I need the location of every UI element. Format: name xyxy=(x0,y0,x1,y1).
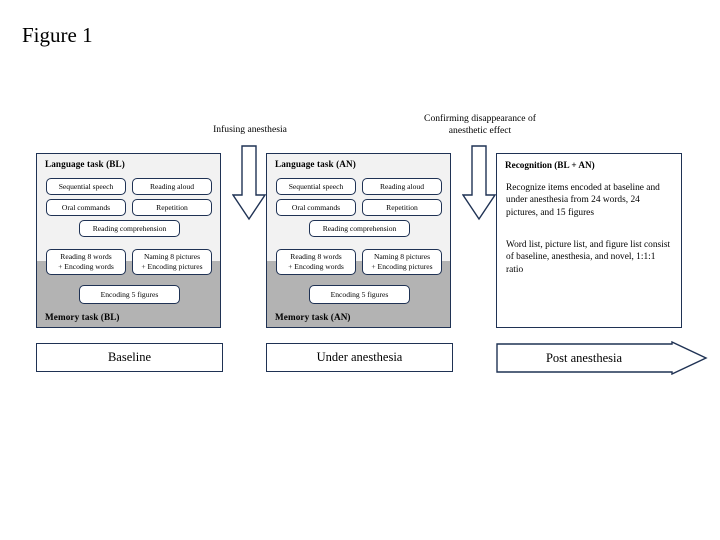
task-box-oral-commands-baseline[interactable]: Oral commands xyxy=(46,199,126,216)
recognition-header: Recognition (BL + AN) xyxy=(505,160,595,170)
language-task-header-anesthesia: Language task (AN) xyxy=(275,159,356,169)
task-box-naming-pictures-baseline[interactable]: Naming 8 pictures + Encoding pictures xyxy=(132,249,212,275)
task-box-oral-commands-anesthesia[interactable]: Oral commands xyxy=(276,199,356,216)
recognition-paragraph-1: Recognize items encoded at baseline and … xyxy=(506,183,660,218)
task-box-repetition-anesthesia[interactable]: Repetition xyxy=(362,199,442,216)
task-box-reading-words-baseline[interactable]: Reading 8 words + Encoding words xyxy=(46,249,126,275)
task-box-reading-aloud-baseline[interactable]: Reading aloud xyxy=(132,178,212,195)
down-arrow-icon-confirming-disappearance xyxy=(462,145,496,221)
task-column-anesthesia: Language task (AN) Memory task (AN) Sequ… xyxy=(266,153,451,328)
figure-title: Figure 1 xyxy=(22,23,93,47)
flow-arrow-label-confirming-disappearance: Confirming disappearance of anesthetic e… xyxy=(424,113,536,136)
task-column-baseline: Language task (BL) Memory task (BL) Sequ… xyxy=(36,153,221,328)
task-box-sequential-speech-baseline[interactable]: Sequential speech xyxy=(46,178,126,195)
task-box-reading-comprehension-anesthesia[interactable]: Reading comprehension xyxy=(309,220,410,237)
down-arrow-icon-infusing-anesthesia xyxy=(232,145,266,221)
task-box-naming-pictures-anesthesia[interactable]: Naming 8 pictures + Encoding pictures xyxy=(362,249,442,275)
task-box-repetition-baseline[interactable]: Repetition xyxy=(132,199,212,216)
task-box-encoding-figures-anesthesia[interactable]: Encoding 5 figures xyxy=(309,285,410,304)
right-arrow-icon-post-anesthesia xyxy=(496,340,708,376)
task-box-encoding-figures-baseline[interactable]: Encoding 5 figures xyxy=(79,285,180,304)
phase-bar-baseline[interactable]: Baseline xyxy=(36,343,223,372)
language-task-header-baseline: Language task (BL) xyxy=(45,159,125,169)
task-box-reading-words-anesthesia[interactable]: Reading 8 words + Encoding words xyxy=(276,249,356,275)
task-box-reading-comprehension-baseline[interactable]: Reading comprehension xyxy=(79,220,180,237)
recognition-paragraph-2: Word list, picture list, and figure list… xyxy=(506,240,671,275)
task-box-reading-aloud-anesthesia[interactable]: Reading aloud xyxy=(362,178,442,195)
phase-bar-anesthesia[interactable]: Under anesthesia xyxy=(266,343,453,372)
memory-task-footer-baseline: Memory task (BL) xyxy=(45,312,120,322)
memory-task-footer-anesthesia: Memory task (AN) xyxy=(275,312,351,322)
task-box-sequential-speech-anesthesia[interactable]: Sequential speech xyxy=(276,178,356,195)
flow-arrow-label-infusing-anesthesia: Infusing anesthesia xyxy=(213,124,287,135)
phase-bar-post-anesthesia[interactable]: Post anesthesia xyxy=(496,340,708,376)
task-column-recognition: Recognition (BL + AN) Recognize items en… xyxy=(496,153,682,328)
